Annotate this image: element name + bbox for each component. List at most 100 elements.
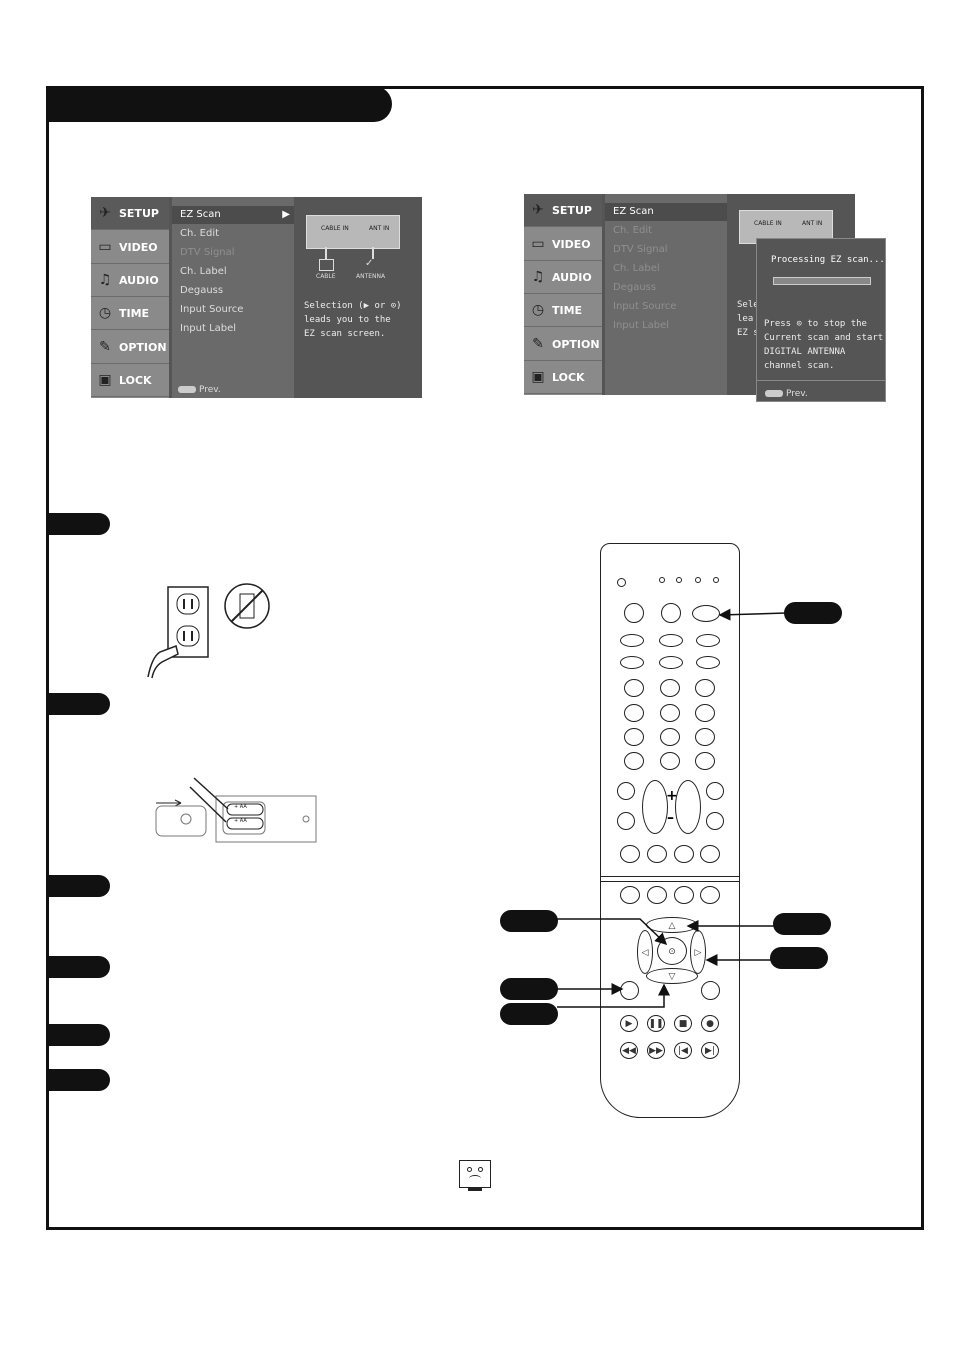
number-button[interactable]	[660, 679, 680, 697]
remote-button[interactable]	[661, 603, 681, 623]
connector-icon	[325, 247, 327, 259]
satellite-icon: ✈	[532, 202, 544, 218]
menu-item-ez-scan[interactable]: EZ Scan ▶	[172, 206, 294, 224]
remote-button[interactable]	[647, 845, 667, 863]
stop-button[interactable]: ■	[674, 1015, 692, 1032]
dpad-left-button[interactable]: ◁	[637, 930, 653, 974]
remote-button[interactable]	[700, 845, 720, 863]
remote-button[interactable]	[701, 981, 720, 1000]
step-pill-4	[46, 956, 110, 978]
step-pill-3	[46, 875, 110, 897]
indicator-button[interactable]	[695, 577, 701, 583]
skip-back-button[interactable]: |◀	[674, 1042, 692, 1059]
sidebar-item-lock[interactable]: ▣ LOCK	[524, 361, 602, 394]
menu-item-ez-scan[interactable]: EZ Scan	[605, 203, 727, 221]
callout-label	[500, 978, 558, 1000]
remote-button[interactable]	[617, 812, 635, 830]
cable-icon	[319, 259, 334, 271]
number-button[interactable]	[624, 728, 644, 746]
number-button[interactable]	[624, 752, 644, 770]
remote-button[interactable]	[620, 886, 640, 904]
remote-button[interactable]	[617, 782, 635, 800]
osd-info-panel: CABLE IN ANT IN ✓ CABLE ANTENNA Selectio…	[296, 197, 422, 398]
step-pill-6	[46, 1069, 110, 1091]
sidebar-item-time[interactable]: ◷ TIME	[91, 297, 169, 330]
number-button[interactable]	[624, 704, 644, 722]
menu-item-ch-edit[interactable]: Ch. Edit	[613, 225, 653, 236]
arrow-right-icon: ▶	[282, 209, 290, 220]
battery-illustration	[155, 777, 317, 843]
lock-icon: ▣	[98, 372, 112, 388]
menu-item-input-label[interactable]: Input Label	[613, 320, 670, 331]
sidebar-item-audio[interactable]: ♫ AUDIO	[524, 261, 602, 294]
rewind-button[interactable]: ◀◀	[620, 1042, 638, 1059]
remote-button[interactable]	[620, 634, 644, 647]
step-pill-1	[46, 513, 110, 535]
indicator-button[interactable]	[676, 577, 682, 583]
remote-button[interactable]	[674, 845, 694, 863]
remote-button[interactable]	[647, 886, 667, 904]
number-button[interactable]	[695, 728, 715, 746]
skip-forward-button[interactable]: ▶|	[701, 1042, 719, 1059]
remote-button[interactable]	[696, 656, 720, 669]
number-button[interactable]	[660, 728, 680, 746]
dpad-right-button[interactable]: ▷	[690, 930, 706, 974]
remote-button[interactable]	[674, 886, 694, 904]
volume-rocker[interactable]	[642, 780, 668, 834]
sidebar-item-video[interactable]: ▭ VIDEO	[91, 231, 169, 264]
sidebar-item-audio[interactable]: ♫ AUDIO	[91, 264, 169, 297]
menu-item-ch-edit[interactable]: Ch. Edit	[180, 228, 220, 239]
remote-button[interactable]	[620, 845, 640, 863]
step-pill-5	[46, 1024, 110, 1046]
remote-button[interactable]	[706, 812, 724, 830]
remote-button[interactable]	[624, 603, 644, 623]
number-button[interactable]	[695, 704, 715, 722]
record-button[interactable]: ●	[701, 1015, 719, 1032]
menu-item-input-label[interactable]: Input Label	[180, 323, 237, 334]
menu-item-input-source[interactable]: Input Source	[613, 301, 677, 312]
menu-item-degauss[interactable]: Degauss	[180, 285, 224, 296]
lock-icon: ▣	[531, 369, 545, 385]
number-button[interactable]	[660, 752, 680, 770]
sidebar-item-time[interactable]: ◷ TIME	[524, 294, 602, 327]
menu-item-ch-label[interactable]: Ch. Label	[613, 263, 660, 274]
number-button[interactable]	[695, 752, 715, 770]
indicator-button[interactable]	[659, 577, 665, 583]
menu-item-dtv-signal[interactable]: DTV Signal	[613, 244, 668, 255]
number-button[interactable]	[660, 704, 680, 722]
menu-key-icon	[765, 390, 783, 397]
fast-forward-button[interactable]: ▶▶	[647, 1042, 665, 1059]
remote-button[interactable]	[659, 656, 683, 669]
pen-icon: ✎	[532, 336, 544, 352]
channel-rocker[interactable]	[675, 780, 701, 834]
indicator-button[interactable]	[617, 578, 626, 587]
sidebar-item-option[interactable]: ✎ OPTION	[524, 328, 602, 361]
indicator-button[interactable]	[713, 577, 719, 583]
osd-menu: EZ Scan Ch. Edit DTV Signal Ch. Label De…	[605, 194, 727, 395]
dpad-down-button[interactable]: ▽	[646, 968, 698, 984]
number-button[interactable]	[624, 679, 644, 697]
remote-button[interactable]	[659, 634, 683, 647]
connector-icon	[372, 247, 374, 259]
menu-item-dtv-signal[interactable]: DTV Signal	[180, 247, 235, 258]
battery-label: + AA	[234, 804, 247, 810]
pause-button[interactable]: ❚❚	[647, 1015, 665, 1032]
sidebar-item-setup[interactable]: ✈ SETUP	[524, 194, 602, 227]
menu-item-degauss[interactable]: Degauss	[613, 282, 657, 293]
menu-item-input-source[interactable]: Input Source	[180, 304, 244, 315]
osd-menu: EZ Scan ▶ Ch. Edit DTV Signal Ch. Label …	[172, 197, 294, 398]
sidebar-item-option[interactable]: ✎ OPTION	[91, 331, 169, 364]
menu-item-ch-label[interactable]: Ch. Label	[180, 266, 227, 277]
number-button[interactable]	[695, 679, 715, 697]
remote-button[interactable]	[700, 886, 720, 904]
remote-button[interactable]	[620, 656, 644, 669]
callout-label	[500, 1003, 558, 1025]
pen-icon: ✎	[99, 339, 111, 355]
sidebar-item-setup[interactable]: ✈ SETUP	[91, 197, 169, 230]
remote-button[interactable]	[696, 634, 720, 647]
sidebar-item-video[interactable]: ▭ VIDEO	[524, 228, 602, 261]
sidebar-item-lock[interactable]: ▣ LOCK	[91, 364, 169, 397]
mute-button[interactable]	[706, 782, 724, 800]
play-button[interactable]: ▶	[620, 1015, 638, 1032]
